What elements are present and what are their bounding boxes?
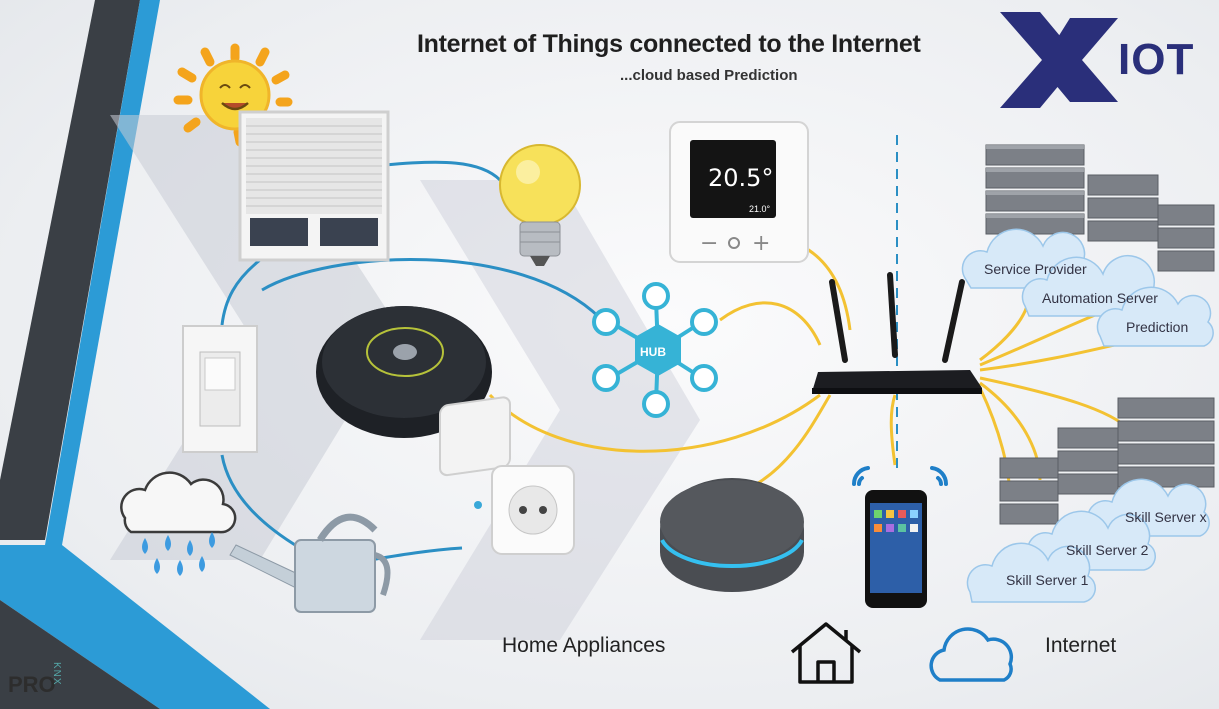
router-icon bbox=[812, 272, 982, 394]
page-subtitle: ...cloud based Prediction bbox=[620, 67, 798, 84]
left-stripe-dark-bottom bbox=[0, 600, 160, 709]
watermark-x-2 bbox=[420, 180, 700, 640]
blue-wires bbox=[220, 160, 602, 562]
light-switch-icon bbox=[182, 325, 258, 453]
smart-speaker-icon bbox=[660, 478, 804, 592]
light-bulb-icon bbox=[499, 144, 581, 266]
svg-text:+: + bbox=[752, 231, 770, 256]
smart-plug-icon bbox=[439, 396, 575, 555]
brand-logo: PRO bbox=[8, 672, 56, 697]
window-shutter-icon bbox=[238, 110, 390, 262]
label-service-provider: Service Provider bbox=[984, 261, 1087, 277]
label-skill-server-2: Skill Server 2 bbox=[1066, 542, 1149, 558]
internet-label: Internet bbox=[1045, 634, 1117, 657]
hub-icon bbox=[592, 282, 718, 418]
label-automation-server: Automation Server bbox=[1042, 290, 1158, 306]
page-title: Internet of Things connected to the Inte… bbox=[417, 30, 921, 58]
label-skill-server-x: Skill Server x bbox=[1125, 509, 1207, 525]
wifi-left-icon bbox=[851, 466, 870, 486]
server-rack-bottom bbox=[999, 397, 1215, 525]
iot-logo-mark bbox=[1000, 12, 1118, 108]
rain-cloud-icon bbox=[120, 471, 237, 576]
left-stripe-dark bbox=[0, 0, 140, 540]
thermostat-temperature: 20.5° bbox=[708, 164, 774, 192]
thermostat-small-reading: 21.0° bbox=[749, 204, 771, 214]
hub-label: HUB bbox=[640, 345, 666, 359]
watering-can-icon bbox=[229, 513, 391, 613]
svg-text:−: − bbox=[700, 231, 718, 256]
thermostat-icon: − + bbox=[669, 121, 809, 263]
home-appliances-label: Home Appliances bbox=[502, 634, 666, 657]
smartphone-icon bbox=[865, 490, 927, 608]
cloud-prediction bbox=[1096, 286, 1214, 347]
cloud-skill-server-1 bbox=[966, 542, 1096, 603]
brand-logo-sub: KNX bbox=[51, 662, 62, 686]
logo-text: IOT bbox=[1118, 35, 1195, 84]
server-rack-top bbox=[985, 144, 1215, 272]
left-stripe-blue-bottom bbox=[0, 545, 270, 709]
wifi-right-icon bbox=[930, 466, 949, 486]
label-prediction: Prediction bbox=[1126, 319, 1189, 335]
cloud-outline-icon bbox=[929, 627, 1014, 682]
label-skill-server-1: Skill Server 1 bbox=[1006, 572, 1089, 588]
home-icon bbox=[790, 622, 862, 684]
